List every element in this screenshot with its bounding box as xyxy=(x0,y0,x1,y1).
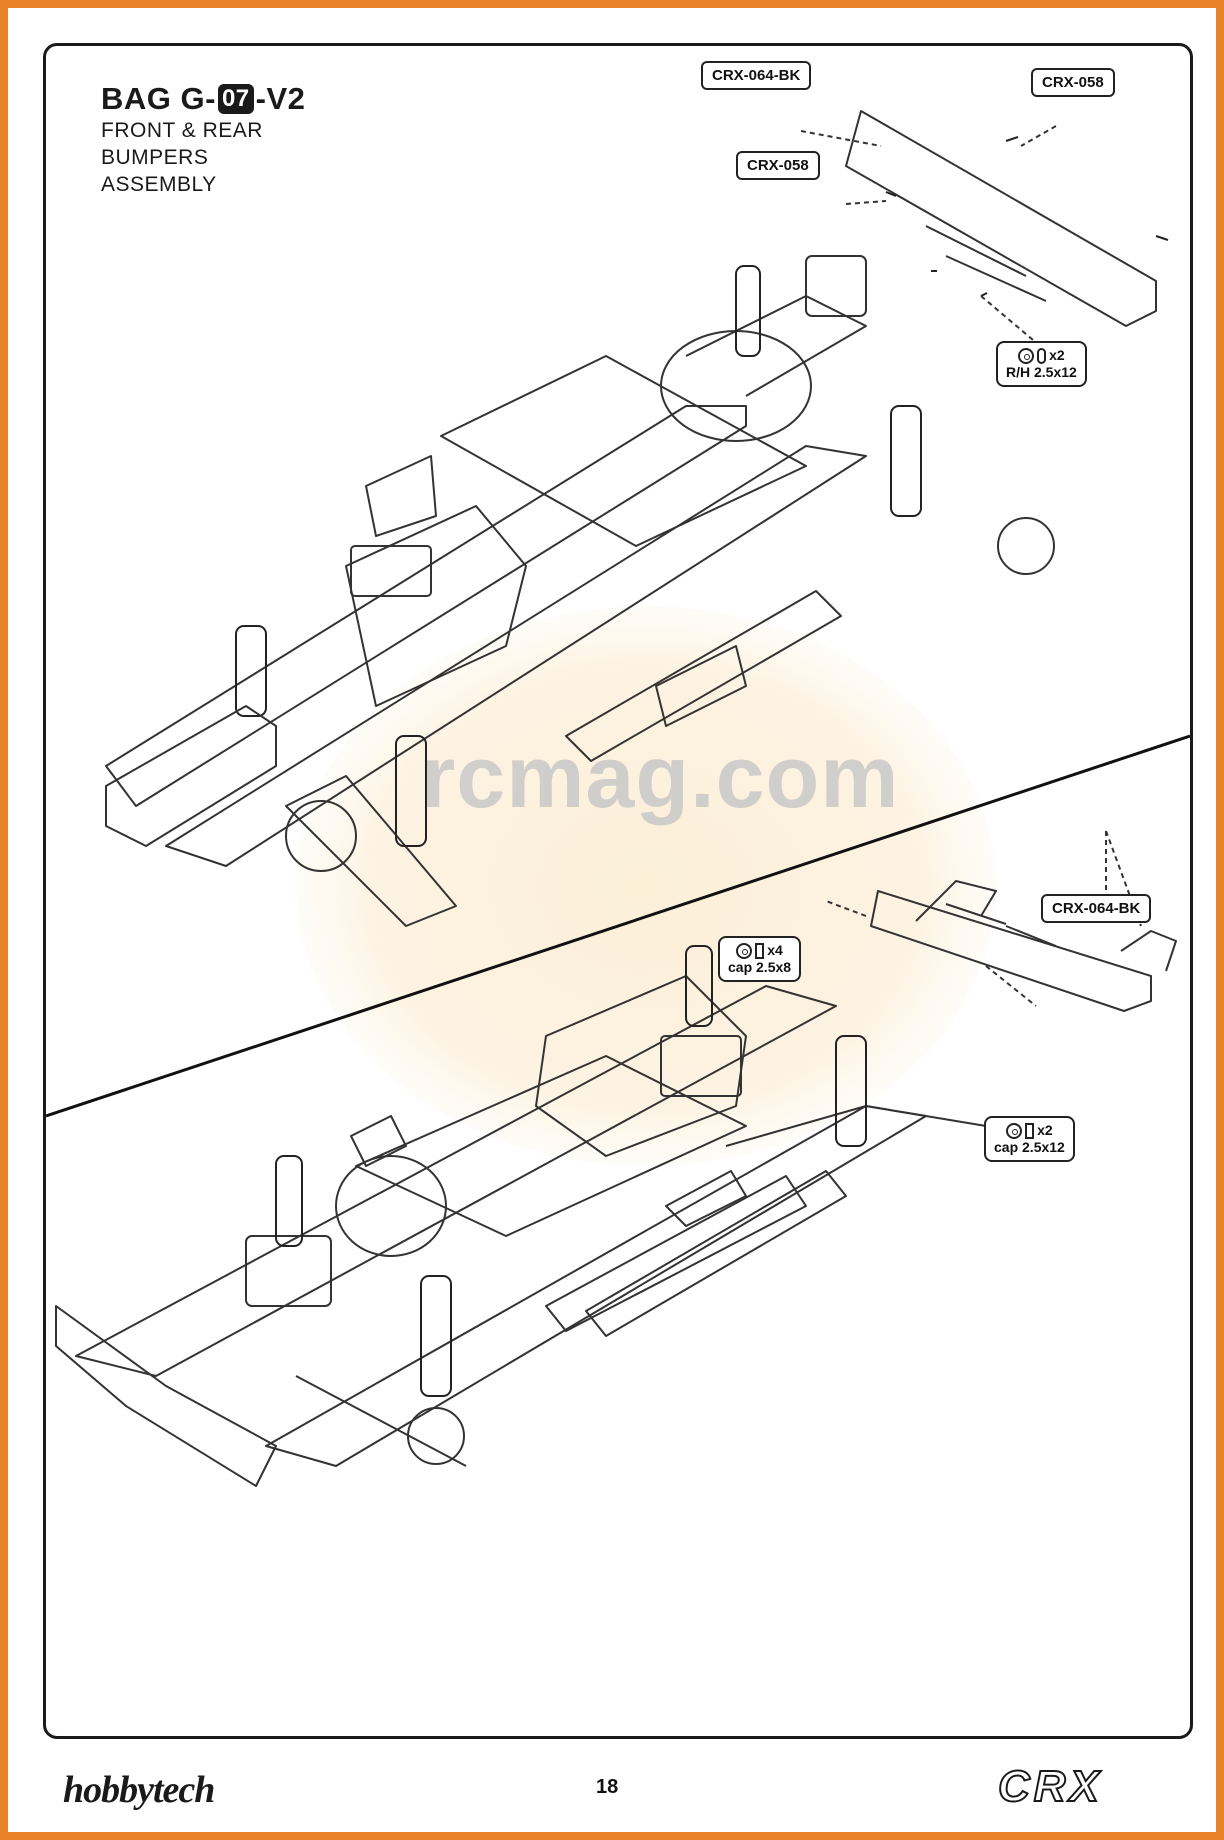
bag-number-badge: 07 xyxy=(217,84,254,114)
assembly-illustration xyxy=(46,110,1190,1487)
screw-callout-rh-2-5x12: x2 R/H 2.5x12 xyxy=(996,341,1087,387)
screw-callout-cap-2-5x8: x4 cap 2.5x8 xyxy=(718,936,802,982)
top-chassis xyxy=(105,110,1169,927)
screw-head-icon xyxy=(1025,1122,1035,1139)
rear-bumper-part xyxy=(845,110,1157,327)
screw-head-icon xyxy=(1037,347,1047,364)
bottom-chassis xyxy=(55,830,1177,1487)
part-tag-crx-064-bk-bottom: CRX-064-BK xyxy=(1041,894,1152,923)
screw-head-icon xyxy=(755,942,765,959)
bag-title-suffix: -V2 xyxy=(255,81,306,116)
screw-spec: R/H 2.5x12 xyxy=(1006,364,1077,380)
bag-title-block: BAG G- 07 -V2 FRONT & REAR BUMPERS ASSEM… xyxy=(101,81,305,198)
part-tag-crx-058-left: CRX-058 xyxy=(736,151,820,180)
subtitle-line-1: FRONT & REAR xyxy=(101,119,263,142)
part-tag-crx-058-right: CRX-058 xyxy=(1031,68,1115,97)
washer-icon xyxy=(1006,1122,1023,1139)
page-number: 18 xyxy=(596,1776,619,1798)
section-divider xyxy=(46,734,1190,1118)
watermark-backdrop xyxy=(296,606,996,1166)
subtitle-line-2: BUMPERS xyxy=(101,146,209,169)
part-tag-crx-064-bk-top: CRX-064-BK xyxy=(701,61,812,90)
screw-callout-cap-2-5x12: x2 cap 2.5x12 xyxy=(984,1116,1075,1162)
manual-page: rcmag.com xyxy=(8,8,1216,1832)
crx-logo: CRX xyxy=(997,1761,1103,1812)
washer-icon xyxy=(736,942,753,959)
front-bumper-part xyxy=(870,890,1152,1012)
screw-qty: x4 xyxy=(767,942,783,958)
bag-title-prefix: BAG G- xyxy=(101,81,216,116)
content-frame: rcmag.com xyxy=(43,43,1193,1739)
washer-icon xyxy=(1018,347,1035,364)
screw-qty: x2 xyxy=(1037,1122,1053,1138)
screw-spec: cap 2.5x8 xyxy=(728,959,792,975)
subtitle-line-3: ASSEMBLY xyxy=(101,173,217,196)
hobbytech-logo: hobbytech xyxy=(63,1769,215,1811)
bag-title: BAG G- 07 -V2 xyxy=(101,81,305,117)
watermark-text: rcmag.com xyxy=(421,727,900,826)
screw-qty: x2 xyxy=(1049,347,1065,363)
screw-spec: cap 2.5x12 xyxy=(994,1139,1065,1155)
